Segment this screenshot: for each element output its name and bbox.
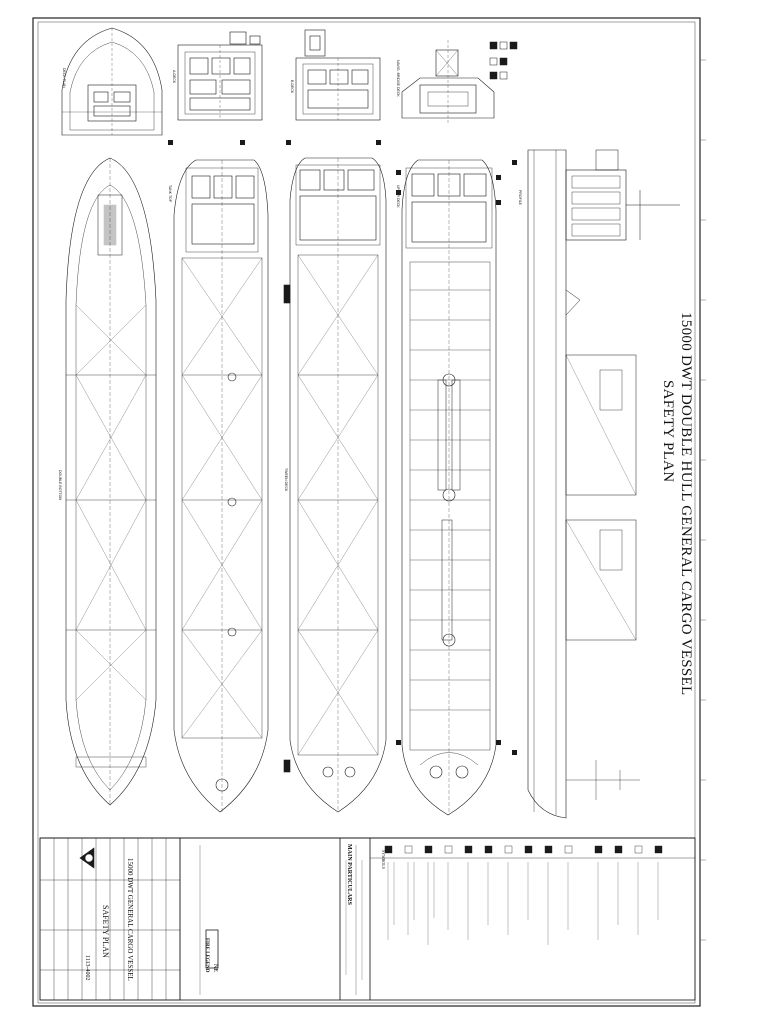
tween-deck-plan (283, 157, 387, 813)
view-label-nav-bridge: NAVIG. BRIDGE DECK (396, 60, 400, 97)
fire-legend-label: FIRE LEGEND (204, 938, 209, 973)
top-symbols (489, 41, 518, 80)
title-block-drawing-no: 1113-4002 (84, 955, 90, 981)
inner-border (37, 21, 696, 1004)
outer-border (32, 17, 701, 1007)
deck-plan-view (61, 27, 163, 136)
main-particulars-heading: MAIN PARTICULARS (346, 844, 352, 905)
double-bottom-plan (65, 157, 157, 806)
symbols-heading: SYMBOLS (381, 850, 386, 869)
view-label-upper-deck: UPPER DECK (396, 185, 400, 208)
margin-ticks (700, 59, 706, 941)
view-label-profile: PROFILE (518, 190, 522, 205)
tank-top-plan (173, 159, 269, 813)
legend-symbol-cells (384, 845, 663, 854)
drawing-subtitle: SAFETY PLAN (660, 380, 676, 483)
profile-view (527, 149, 680, 819)
title-block-plan: SAFETY PLAN (101, 905, 110, 958)
north-east-label: NE (212, 964, 218, 972)
title-block (39, 837, 696, 1001)
legend-text-lines (387, 862, 659, 945)
drawing-title: 15000 DWT DOUBLE HULL GENERAL CARGO VESS… (678, 312, 694, 696)
title-area: 15000 DWT DOUBLE HULL GENERAL CARGO VESS… (646, 300, 696, 695)
view-label-deck-plan: DECK PLAN (62, 68, 66, 88)
upper-deck-plan (401, 159, 497, 816)
title-block-vessel: 15000 DWT GENERAL CARGO VESSEL (126, 858, 134, 981)
a-deck-view (177, 31, 263, 121)
view-label-tank-top: TANK TOP (168, 185, 172, 203)
safety-symbols (168, 140, 517, 755)
b-deck-view (295, 29, 381, 121)
particulars-lines (345, 860, 363, 980)
view-label-a-deck: A-DECK (172, 70, 176, 84)
view-label-tween-deck: TWEEN DECK (284, 468, 288, 492)
view-label-b-deck: B-DECK (290, 80, 294, 94)
navigation-bridge-deck-view (401, 40, 495, 125)
view-label-double-bottom: DOUBLE BOTTOM (58, 470, 62, 501)
